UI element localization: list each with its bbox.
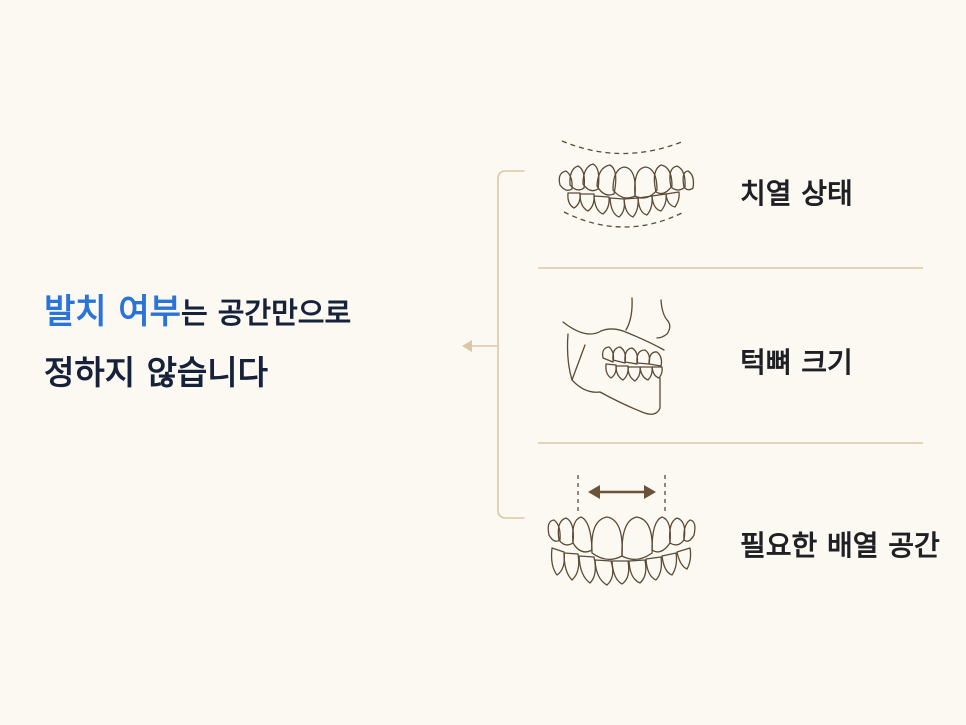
factor-label-jaw-size: 턱뼈 크기 bbox=[740, 346, 853, 379]
bracket-connector bbox=[469, 170, 525, 519]
headline-line-2: 정하지 않습니다 bbox=[44, 353, 269, 392]
factor-label-arch-space: 필요한 배열 공간 bbox=[740, 529, 940, 562]
jaw-profile-icon bbox=[562, 297, 671, 415]
headline: 발치 여부는 공간만으로 정하지 않습니다 bbox=[44, 282, 351, 403]
factor-label-dentition: 치열 상태 bbox=[740, 177, 853, 210]
double-arrow-icon bbox=[588, 485, 656, 499]
headline-rest: 는 공간만으로 bbox=[180, 296, 352, 330]
arrow-left-icon bbox=[462, 340, 472, 352]
headline-line-1: 발치 여부는 공간만으로 bbox=[44, 282, 351, 343]
headline-highlight: 발치 여부 bbox=[44, 292, 181, 332]
dental-arch-icon bbox=[558, 140, 695, 228]
arch-space-icon bbox=[547, 475, 696, 586]
